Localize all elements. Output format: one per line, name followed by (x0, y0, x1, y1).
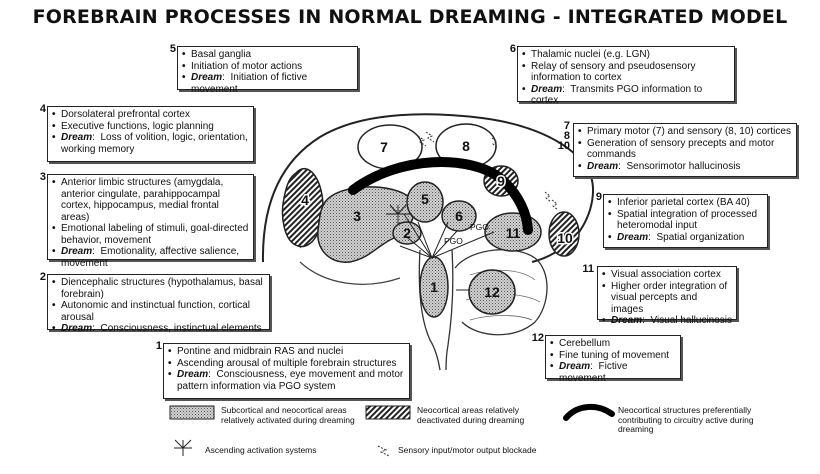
pgo-label-right: PGO (470, 222, 489, 232)
box-number-6: 6 (509, 43, 516, 55)
region-label-4-fill: 4 (301, 192, 309, 208)
box-primary-motor-sensory: Primary motor (7) and sensory (8, 10) co… (573, 123, 797, 177)
page-title: FOREBRAIN PROCESSES IN NORMAL DREAMING -… (32, 6, 788, 28)
region-6 (441, 200, 477, 232)
radiation-symbol (386, 204, 410, 225)
box-basal-ganglia: Basal ganglia Initiation of motor action… (177, 46, 358, 95)
legend-blockade-symbol (377, 445, 390, 457)
box-diencephalic: Diencephalic structures (hypothalamus, b… (47, 274, 270, 334)
box-dream-item: Dream: Fictive movement (550, 361, 676, 384)
region-label-4: 4 (301, 192, 309, 208)
box-item: Spatial integration of processed heterom… (608, 209, 763, 232)
box-item: Anterior limbic structures (amygdala, an… (52, 177, 249, 223)
temporal-lobe-outline (299, 261, 401, 285)
legend-deactivated-swatch (365, 405, 411, 420)
region-label-1: 1 (430, 279, 438, 295)
region-5 (406, 181, 444, 223)
box-number-3: 3 (39, 171, 46, 183)
box-number-12: 12 (531, 332, 544, 344)
region-label-3: 3 (353, 208, 361, 224)
box-dream-item: Dream: Loss of volition, logic, orientat… (52, 132, 249, 155)
legend-deactivated-label: Neocortical areas relatively deactivated… (417, 405, 525, 425)
region-label-5: 5 (421, 191, 429, 207)
legend-ascending-label: Ascending activation systems (205, 445, 317, 455)
box-item: Higher order integration of visual perce… (602, 281, 732, 316)
box-number-7-8-10: 7 8 10 (557, 120, 570, 152)
box-thalamic-nuclei: Thalamic nuclei (e.g. LGN) Relay of sens… (517, 46, 735, 106)
box-number-5: 5 (169, 43, 176, 55)
box-item: Thalamic nuclei (e.g. LGN) (522, 49, 730, 61)
region-label-10: 10 (557, 230, 573, 246)
box-pontine-midbrain: Pontine and midbrain RAS and nuclei Asce… (163, 343, 410, 399)
legend-activated-swatch (169, 405, 215, 420)
brainstem-outline (418, 249, 454, 371)
box-item: Diencephalic structures (hypothalamus, b… (52, 277, 265, 300)
legend-preferential-swatch (563, 404, 615, 421)
box-dorsolateral-prefrontal: Dorsolateral prefrontal cortex Executive… (47, 106, 254, 162)
region-label-12: 12 (484, 284, 500, 300)
region-2 (392, 221, 422, 245)
box-item: Inferior parietal cortex (BA 40) (608, 197, 763, 209)
box-item: Executive functions, logic planning (52, 121, 249, 133)
box-dream-item: Dream: Emotionality, affective salience,… (52, 246, 249, 269)
blockade-symbols (417, 131, 559, 211)
region-label-6: 6 (455, 208, 463, 224)
box-item: Basal ganglia (182, 49, 353, 61)
box-dream-item: Dream: Sensorimotor hallucinosis (578, 161, 792, 173)
box-number-4: 4 (39, 103, 46, 115)
region-4 (281, 167, 324, 248)
box-item: Emotional labeling of stimuli, goal-dire… (52, 223, 249, 246)
region-label-9: 9 (497, 173, 505, 189)
box-item: Cerebellum (550, 338, 676, 350)
box-item: Generation of sensory precepts and motor… (578, 138, 792, 161)
box-dream-item: Dream: Transmits PGO information to cort… (522, 84, 730, 107)
box-number-2: 2 (39, 271, 46, 283)
box-number-1: 1 (155, 340, 162, 352)
box-item: Autonomic and instinctual function, cort… (52, 300, 265, 323)
box-item: Ascending arousal of multiple forebrain … (168, 358, 405, 370)
legend-blockade-label: Sensory input/motor output blockade (398, 445, 537, 455)
region-10 (548, 211, 580, 257)
box-anterior-limbic: Anterior limbic structures (amygdala, an… (47, 174, 254, 269)
box-dream-item: Dream: Consciousness, instinctual elemen… (52, 323, 265, 335)
box-dream-item: Dream: Consciousness, eye movement and m… (168, 369, 405, 392)
box-item: Dorsolateral prefrontal cortex (52, 109, 249, 121)
legend-preferential-label: Neocortical structures preferentially co… (618, 405, 754, 434)
box-item: Initiation of motor actions (182, 61, 353, 73)
preferential-circuitry-arc (348, 157, 533, 235)
ascending-activation-lines (399, 213, 495, 291)
pgo-label-left: PGO (444, 236, 463, 246)
box-item: Relay of sensory and pseudosensory infor… (522, 61, 730, 84)
box-cerebellum: Cerebellum Fine tuning of movement Dream… (545, 335, 681, 384)
box-visual-association: Visual association cortex Higher order i… (597, 266, 737, 326)
box-item: Visual association cortex (602, 269, 732, 281)
box-item: Primary motor (7) and sensory (8, 10) co… (578, 126, 792, 138)
box-number-11: 11 (582, 263, 594, 275)
box-dream-item: Dream: Initiation of fictive movement (182, 72, 353, 95)
region-label-7: 7 (380, 139, 388, 155)
region-label-2: 2 (403, 225, 411, 241)
box-number-9: 9 (595, 191, 602, 203)
box-item: Pontine and midbrain RAS and nuclei (168, 346, 405, 358)
region-12 (468, 269, 516, 315)
box-item: Fine tuning of movement (550, 350, 676, 362)
box-inferior-parietal: Inferior parietal cortex (BA 40) Spatial… (603, 194, 768, 248)
legend-ascending-symbol (174, 439, 192, 456)
region-label-8: 8 (462, 138, 470, 154)
region-label-9-fill: 9 (497, 173, 505, 189)
box-dream-item: Dream: Spatial organization (608, 232, 763, 244)
region-label-11: 11 (506, 225, 521, 241)
cerebellum-outline (454, 249, 548, 336)
region-label-10-fill: 10 (557, 230, 573, 246)
legend-activated-label: Subcortical and neocortical areas relati… (221, 405, 355, 425)
box-dream-item: Dream: Visual hallucinosis (602, 315, 732, 327)
